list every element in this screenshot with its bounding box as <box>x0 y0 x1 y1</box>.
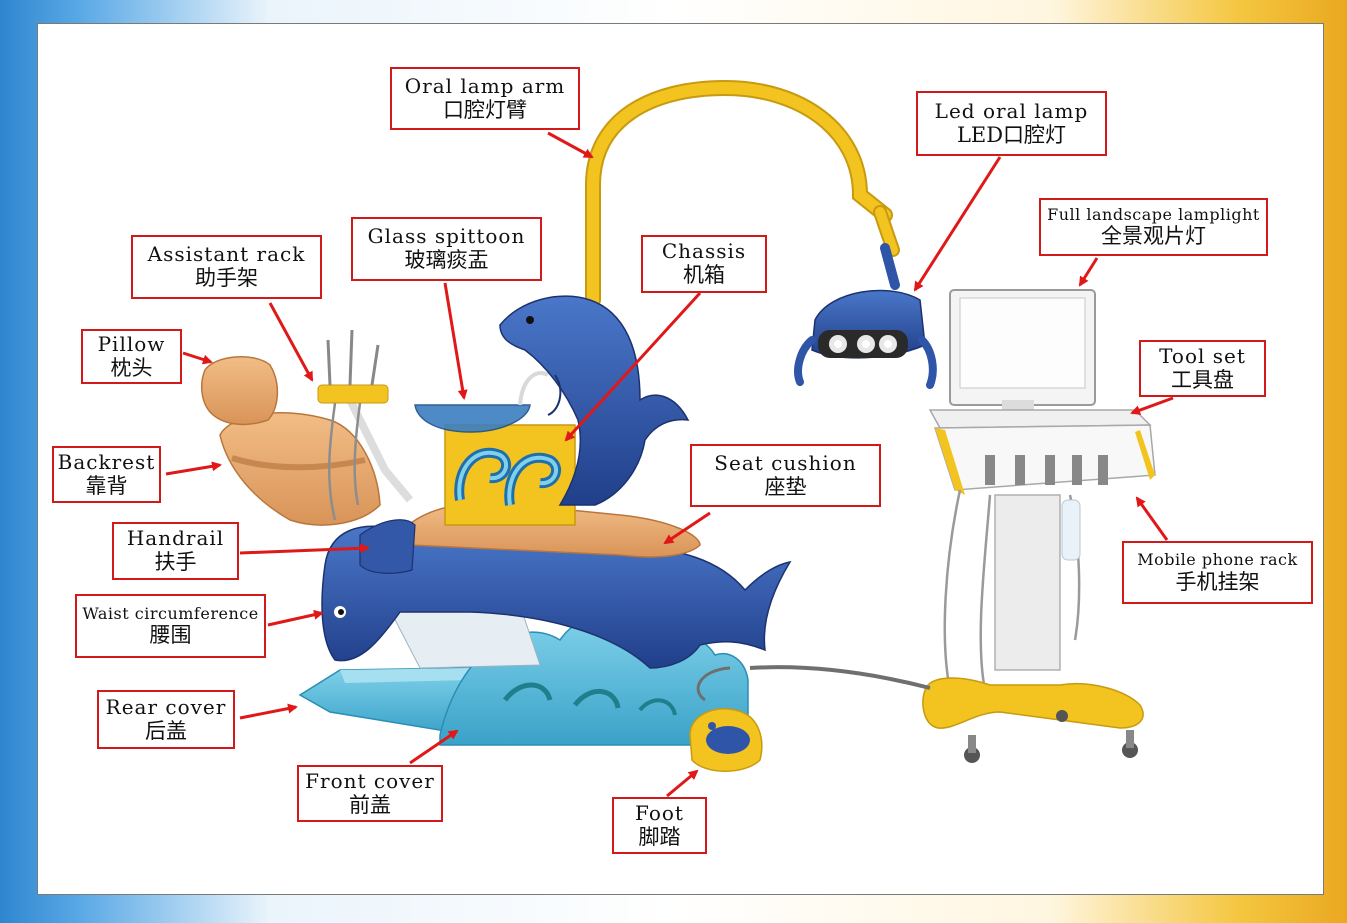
dolphin-mascot <box>499 295 690 506</box>
callout-oral-lamp-arm: Oral lamp arm 口腔灯臂 <box>390 67 580 130</box>
callout-en: Seat cushion <box>714 450 857 475</box>
callout-front-cover: Front cover 前盖 <box>297 765 443 822</box>
callout-en: Front cover <box>305 768 435 793</box>
callout-waist-circumference: Waist circumference 腰围 <box>75 594 266 658</box>
landscape-monitor <box>949 289 1096 414</box>
callout-tool-set: Tool set 工具盘 <box>1139 340 1266 397</box>
tool-tray <box>928 409 1156 495</box>
callout-zh: 全景观片灯 <box>1101 224 1206 249</box>
callout-zh: 座垫 <box>764 474 807 499</box>
glass-spittoon-bowl <box>414 371 549 433</box>
callout-pillow: Pillow 枕头 <box>81 329 182 384</box>
callout-mobile-phone-rack: Mobile phone rack 手机挂架 <box>1122 541 1313 604</box>
callout-zh: 扶手 <box>154 550 197 575</box>
callout-seat-cushion: Seat cushion 座垫 <box>690 444 881 507</box>
callout-zh: 腰围 <box>149 623 192 648</box>
callout-zh: 靠背 <box>85 473 128 498</box>
callout-full-landscape-lamplight: Full landscape lamplight 全景观片灯 <box>1039 198 1268 256</box>
connecting-hose <box>696 665 931 702</box>
callout-zh: 前盖 <box>349 792 391 817</box>
callout-rear-cover: Rear cover 后盖 <box>97 690 235 749</box>
callout-glass-spittoon: Glass spittoon 玻璃痰盂 <box>351 217 542 281</box>
chassis-box <box>444 424 576 526</box>
callout-en: Full landscape lamplight <box>1047 204 1260 224</box>
callout-foot: Foot 脚踏 <box>612 797 707 854</box>
callout-en: Pillow <box>97 331 166 356</box>
callout-assistant-rack: Assistant rack 助手架 <box>131 235 322 299</box>
callout-handrail: Handrail 扶手 <box>112 522 239 580</box>
callout-zh: 玻璃痰盂 <box>404 248 489 273</box>
callout-zh: 助手架 <box>195 266 258 291</box>
handrail-pad <box>359 519 416 574</box>
led-lamp-head <box>794 243 937 389</box>
pillow-pad <box>200 356 279 426</box>
callout-zh: 机箱 <box>683 263 725 288</box>
callout-en: Foot <box>635 800 684 825</box>
callout-arrows <box>165 131 1174 798</box>
callout-en: Handrail <box>126 526 225 551</box>
callout-zh: 工具盘 <box>1171 367 1234 392</box>
callout-en: Led oral lamp <box>934 98 1089 123</box>
callout-en: Glass spittoon <box>367 224 526 249</box>
callout-en: Oral lamp arm <box>404 73 566 98</box>
callout-zh: 后盖 <box>145 718 187 743</box>
callout-zh: 脚踏 <box>638 824 681 849</box>
cart-column <box>943 489 1081 691</box>
callout-backrest: Backrest 靠背 <box>52 446 161 503</box>
callout-en: Chassis <box>661 239 747 264</box>
backrest-pad <box>219 412 381 526</box>
callout-en: Tool set <box>1159 343 1246 368</box>
callout-zh: LED口腔灯 <box>956 122 1067 147</box>
callout-en: Mobile phone rack <box>1137 550 1298 570</box>
callout-en: Waist circumference <box>82 603 259 623</box>
callout-zh: 手机挂架 <box>1175 569 1260 594</box>
callout-led-oral-lamp: Led oral lamp LED口腔灯 <box>916 91 1107 156</box>
cart-base <box>922 677 1144 763</box>
foot-pedal <box>689 708 763 772</box>
callout-en: Backrest <box>57 449 156 474</box>
assistant-rack-unit <box>317 329 414 521</box>
callout-zh: 枕头 <box>110 355 153 380</box>
lamp-arm <box>585 79 900 308</box>
callout-en: Assistant rack <box>147 242 306 267</box>
callout-en: Rear cover <box>105 694 227 719</box>
callout-chassis: Chassis 机箱 <box>641 235 767 293</box>
callout-zh: 口腔灯臂 <box>443 97 527 122</box>
